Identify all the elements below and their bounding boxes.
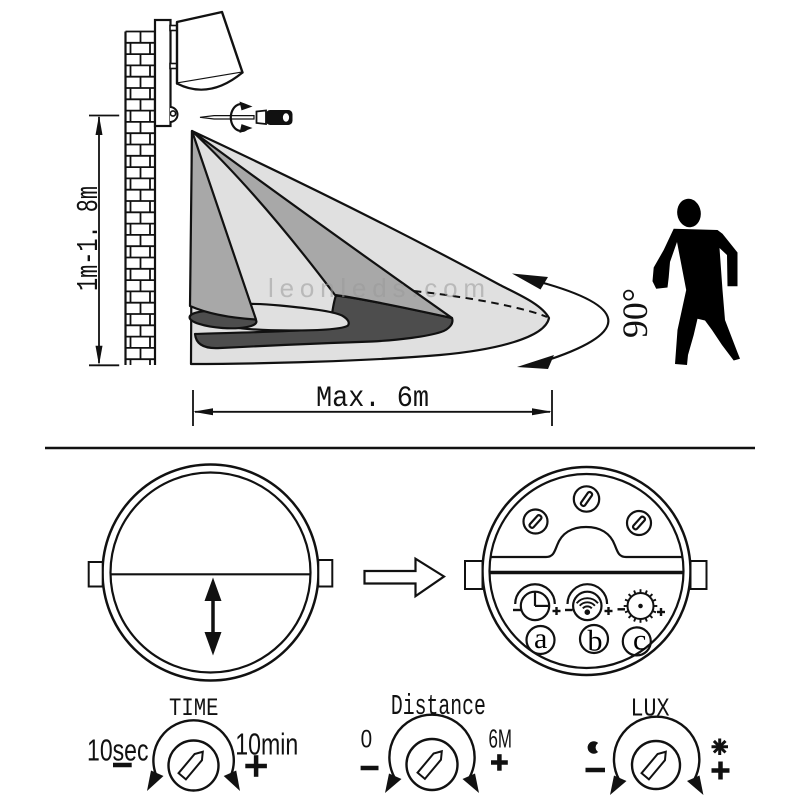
svg-text:b: b	[588, 625, 603, 658]
svg-text:c: c	[633, 624, 646, 657]
svg-text:Distance: Distance	[391, 690, 486, 723]
svg-text:10min: 10min	[235, 727, 298, 762]
svg-text:LUX: LUX	[631, 694, 670, 724]
svg-text:leonleds.com: leonleds.com	[268, 273, 485, 303]
svg-text:TIME: TIME	[169, 694, 219, 723]
svg-text:6M: 6M	[489, 724, 513, 754]
svg-text:1m-1. 8m: 1m-1. 8m	[72, 186, 107, 291]
svg-text:90°: 90°	[615, 288, 655, 338]
svg-text:a: a	[534, 622, 547, 655]
svg-text:Max. 6m: Max. 6m	[316, 382, 429, 416]
svg-text:10sec: 10sec	[87, 733, 149, 768]
svg-text:0: 0	[361, 726, 373, 754]
